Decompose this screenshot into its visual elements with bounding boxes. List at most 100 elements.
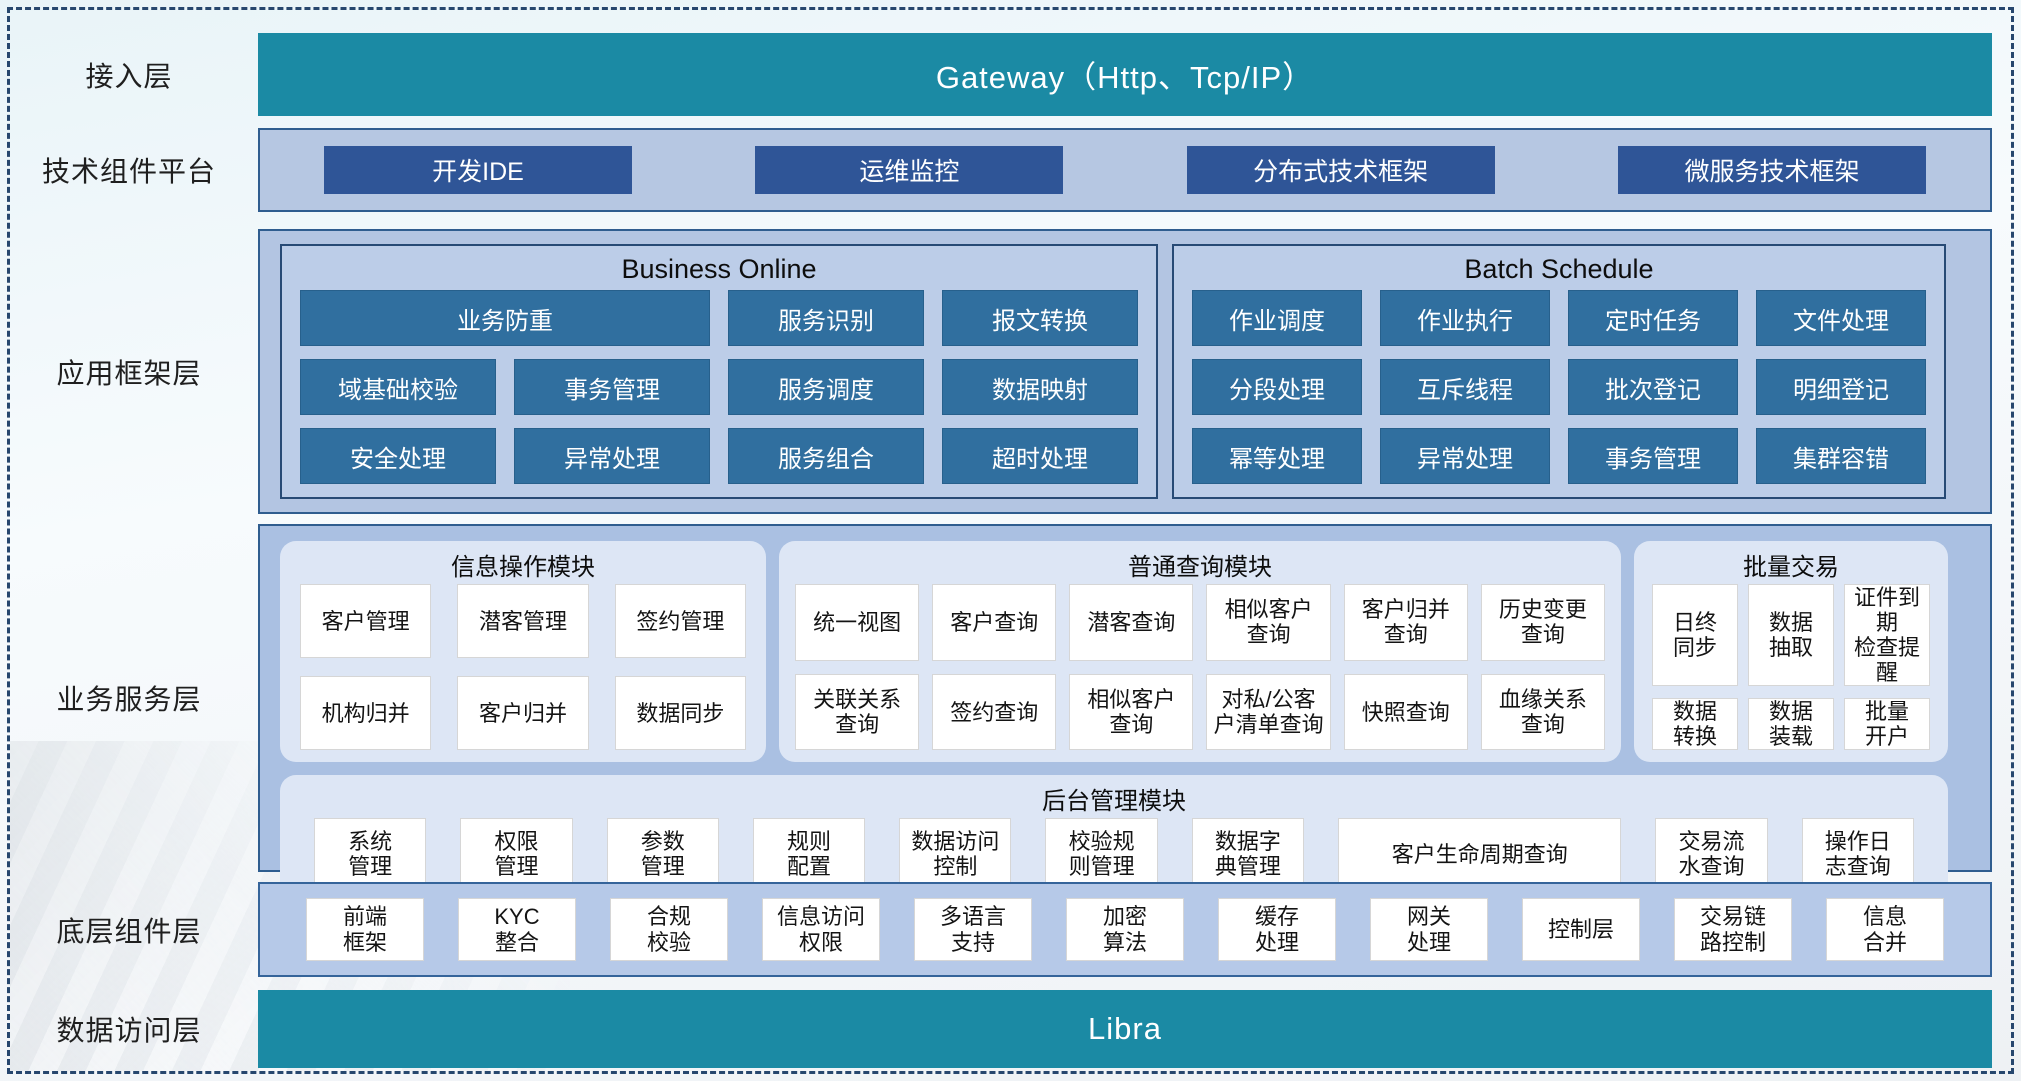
business-online-title: Business Online <box>621 253 817 284</box>
cell-permission-mgmt: 权限 管理 <box>460 818 573 891</box>
batch-schedule-group: Batch Schedule 作业调度 作业执行 定时任务 文件处理 分段处理 … <box>1172 244 1946 499</box>
libra-bar: Libra <box>258 990 1992 1068</box>
common-query-grid: 统一视图 客户查询 潜客查询 相似客户 查询 客户归并 查询 历史变更 查询 关… <box>791 584 1609 751</box>
chip-timed-tasks: 定时任务 <box>1568 290 1738 346</box>
cell-compliance-check: 合规 校验 <box>610 898 728 961</box>
chip-service-identify: 服务识别 <box>728 290 924 346</box>
cell-id-expiry-check: 证件到期 检查提醒 <box>1844 584 1930 687</box>
cell-gateway-processing: 网关 处理 <box>1370 898 1488 961</box>
common-query-title: 普通查询模块 <box>1128 553 1272 581</box>
cell-encryption-algorithm: 加密 算法 <box>1066 898 1184 961</box>
cell-unified-view: 统一视图 <box>795 584 920 661</box>
chip-transaction-mgmt: 事务管理 <box>514 359 710 415</box>
tech-item-ide: 开发IDE <box>324 146 632 194</box>
cell-customer-mgmt: 客户管理 <box>300 584 432 659</box>
cell-transaction-link-control: 交易链 路控制 <box>1674 898 1792 961</box>
cell-multilanguage-support: 多语言 支持 <box>914 898 1032 961</box>
chip-job-execution: 作业执行 <box>1380 290 1550 346</box>
chip-exception-handling-batch: 异常处理 <box>1380 428 1550 484</box>
chip-timeout-handling: 超时处理 <box>942 428 1138 484</box>
chip-batch-registration: 批次登记 <box>1568 359 1738 415</box>
cell-relation-query: 关联关系 查询 <box>795 673 920 751</box>
base-components-band: 前端 框架 KYC 整合 合规 校验 信息访问 权限 多语言 支持 加密 算法 … <box>258 882 1992 977</box>
batch-trade-title: 批量交易 <box>1743 553 1839 581</box>
cell-snapshot-query: 快照查询 <box>1343 673 1468 751</box>
cell-org-merge: 机构归并 <box>300 676 432 751</box>
admin-module-row: 系统 管理 权限 管理 参数 管理 规则 配置 数据访问 控制 校验规 则管理 … <box>292 818 1936 891</box>
layer-access: 接入层 Gateway（Http、Tcp/IP） <box>0 33 2021 116</box>
chip-exception-handling: 异常处理 <box>514 428 710 484</box>
chip-transaction-mgmt-batch: 事务管理 <box>1568 428 1738 484</box>
chip-detail-registration: 明细登记 <box>1756 359 1926 415</box>
cell-rule-config: 规则 配置 <box>752 818 866 891</box>
info-operation-title: 信息操作模块 <box>451 553 595 581</box>
cell-customer-list-query: 对私/公客 户清单查询 <box>1206 673 1331 751</box>
business-online-group: Business Online 业务防重 服务识别 报文转换 域基础校验 事务管… <box>280 244 1158 499</box>
chip-security-handling: 安全处理 <box>300 428 496 484</box>
layer-label-base-components: 底层组件层 <box>56 915 202 947</box>
batch-schedule-title: Batch Schedule <box>1464 253 1654 284</box>
cell-batch-account-open: 批量 开户 <box>1844 698 1930 751</box>
layer-business-service: 业务服务层 信息操作模块 客户管理 潜客管理 签约管理 机构归并 客户归并 数据… <box>0 524 2021 903</box>
cell-data-sync: 数据同步 <box>614 676 746 751</box>
cell-system-mgmt: 系统 管理 <box>314 818 427 891</box>
cell-data-dictionary-mgmt: 数据字 典管理 <box>1191 818 1305 891</box>
info-operation-grid: 客户管理 潜客管理 签约管理 机构归并 客户归并 数据同步 <box>292 584 754 751</box>
batch-schedule-grid: 作业调度 作业执行 定时任务 文件处理 分段处理 互斥线程 批次登记 明细登记 … <box>1192 290 1926 484</box>
cell-data-transform: 数据 转换 <box>1652 698 1738 751</box>
chip-idempotent-processing: 幂等处理 <box>1192 428 1362 484</box>
chip-mutex-threads: 互斥线程 <box>1380 359 1550 415</box>
chip-file-processing: 文件处理 <box>1756 290 1926 346</box>
chip-cluster-fault-tolerance: 集群容错 <box>1756 428 1926 484</box>
cell-data-extract: 数据 抽取 <box>1748 584 1834 687</box>
cell-contract-query: 签约查询 <box>932 673 1057 751</box>
admin-module: 后台管理模块 系统 管理 权限 管理 参数 管理 规则 配置 数据访问 控制 校… <box>280 775 1948 903</box>
layer-label-business-service: 业务服务层 <box>56 684 202 715</box>
service-modules-row: 信息操作模块 客户管理 潜客管理 签约管理 机构归并 客户归并 数据同步 普通查… <box>280 541 1948 763</box>
chip-job-scheduling: 作业调度 <box>1192 290 1362 346</box>
chip-dedup: 业务防重 <box>300 290 710 346</box>
cell-contract-mgmt: 签约管理 <box>614 584 746 659</box>
cell-customer-lifecycle-query: 客户生命周期查询 <box>1338 818 1622 891</box>
cell-frontend-framework: 前端 框架 <box>306 898 424 961</box>
tech-item-ops-monitoring: 运维监控 <box>755 146 1064 194</box>
layer-tech-platform: 技术组件平台 开发IDE 运维监控 分布式技术框架 微服务技术框架 <box>0 128 2021 212</box>
chip-service-dispatch: 服务调度 <box>728 359 924 415</box>
layer-label-access: 接入层 <box>85 60 173 92</box>
cell-kyc-integration: KYC 整合 <box>458 898 576 961</box>
cell-info-merge: 信息 合并 <box>1826 898 1944 961</box>
cell-cache-processing: 缓存 处理 <box>1218 898 1336 961</box>
common-query-module: 普通查询模块 统一视图 客户查询 潜客查询 相似客户 查询 客户归并 查询 历史… <box>779 541 1621 763</box>
layer-base-components: 底层组件层 前端 框架 KYC 整合 合规 校验 信息访问 权限 多语言 支持 … <box>0 882 2021 977</box>
cell-similar-customer-query-2: 相似客户 查询 <box>1069 673 1194 751</box>
tech-item-distributed-framework: 分布式技术框架 <box>1186 146 1495 194</box>
business-online-grid: 业务防重 服务识别 报文转换 域基础校验 事务管理 服务调度 数据映射 安全处理… <box>300 290 1138 484</box>
cell-info-access-permission: 信息访问 权限 <box>762 898 880 961</box>
tech-item-microservice-framework: 微服务技术框架 <box>1617 146 1926 194</box>
chip-domain-validation: 域基础校验 <box>300 359 496 415</box>
chip-data-mapping: 数据映射 <box>942 359 1138 415</box>
app-framework-band: Business Online 业务防重 服务识别 报文转换 域基础校验 事务管… <box>258 229 1992 514</box>
cell-lineage-query: 血缘关系 查询 <box>1480 673 1605 751</box>
chip-service-composition: 服务组合 <box>728 428 924 484</box>
cell-customer-merge: 客户归并 <box>457 676 589 751</box>
batch-trade-module: 批量交易 日终 同步 数据 抽取 证件到期 检查提醒 数据 转换 数据 装载 批… <box>1634 541 1948 763</box>
layer-label-tech-platform: 技术组件平台 <box>41 156 216 187</box>
cell-history-change-query: 历史变更 查询 <box>1480 584 1605 661</box>
cell-prospect-query: 潜客查询 <box>1069 584 1194 661</box>
chip-message-transform: 报文转换 <box>942 290 1138 346</box>
cell-transaction-flow-query: 交易流 水查询 <box>1655 818 1768 891</box>
layer-app-framework: 应用框架层 Business Online 业务防重 服务识别 报文转换 域基础… <box>0 229 2021 514</box>
info-operation-module: 信息操作模块 客户管理 潜客管理 签约管理 机构归并 客户归并 数据同步 <box>280 541 766 763</box>
cell-prospect-mgmt: 潜客管理 <box>457 584 589 659</box>
cell-data-load: 数据 装载 <box>1748 698 1834 751</box>
business-service-band: 信息操作模块 客户管理 潜客管理 签约管理 机构归并 客户归并 数据同步 普通查… <box>258 524 1992 903</box>
tech-platform-band: 开发IDE 运维监控 分布式技术框架 微服务技术框架 <box>258 128 1992 212</box>
cell-validation-rule-mgmt: 校验规 则管理 <box>1045 818 1158 891</box>
cell-operation-log-query: 操作日 志查询 <box>1801 818 1914 891</box>
layer-label-data-access: 数据访问层 <box>56 1015 202 1046</box>
layer-label-app-framework: 应用框架层 <box>56 357 202 389</box>
admin-module-title: 后台管理模块 <box>1042 787 1186 815</box>
chip-segment-processing: 分段处理 <box>1192 359 1362 415</box>
